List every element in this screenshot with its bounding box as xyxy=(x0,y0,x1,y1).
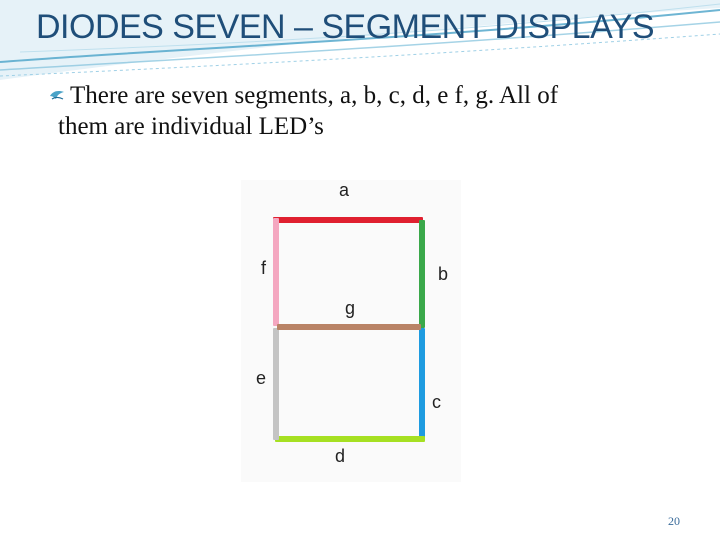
segment-label-a: a xyxy=(339,180,350,200)
slide-number: 20 xyxy=(668,514,680,528)
segment-f xyxy=(273,218,279,326)
segment-a xyxy=(273,217,423,223)
bullet-ribbon-icon xyxy=(50,91,64,100)
segment-g xyxy=(277,324,421,330)
segment-label-c: c xyxy=(432,392,441,412)
segment-label-f: f xyxy=(261,258,267,278)
slide-title: DIODES SEVEN – SEGMENT DISPLAYS xyxy=(36,8,655,46)
bullet-text-line-2: them are individual LED’s xyxy=(58,113,324,140)
segment-label-e: e xyxy=(256,368,267,388)
bullet-text-line-1: There are seven segments, a, b, c, d, e … xyxy=(70,82,559,109)
segment-c xyxy=(419,328,425,438)
segment-d xyxy=(275,436,425,442)
segment-label-b: b xyxy=(438,264,449,284)
segment-label-d: d xyxy=(335,446,346,466)
bullet-point: There are seven segments, a, b, c, d, e … xyxy=(48,80,688,142)
segment-b xyxy=(419,220,425,328)
segment-e xyxy=(273,328,279,440)
seven-segment-diagram: a b c d e f g xyxy=(241,180,461,482)
segment-label-g: g xyxy=(345,298,356,318)
header-swoosh-decoration xyxy=(0,0,720,80)
